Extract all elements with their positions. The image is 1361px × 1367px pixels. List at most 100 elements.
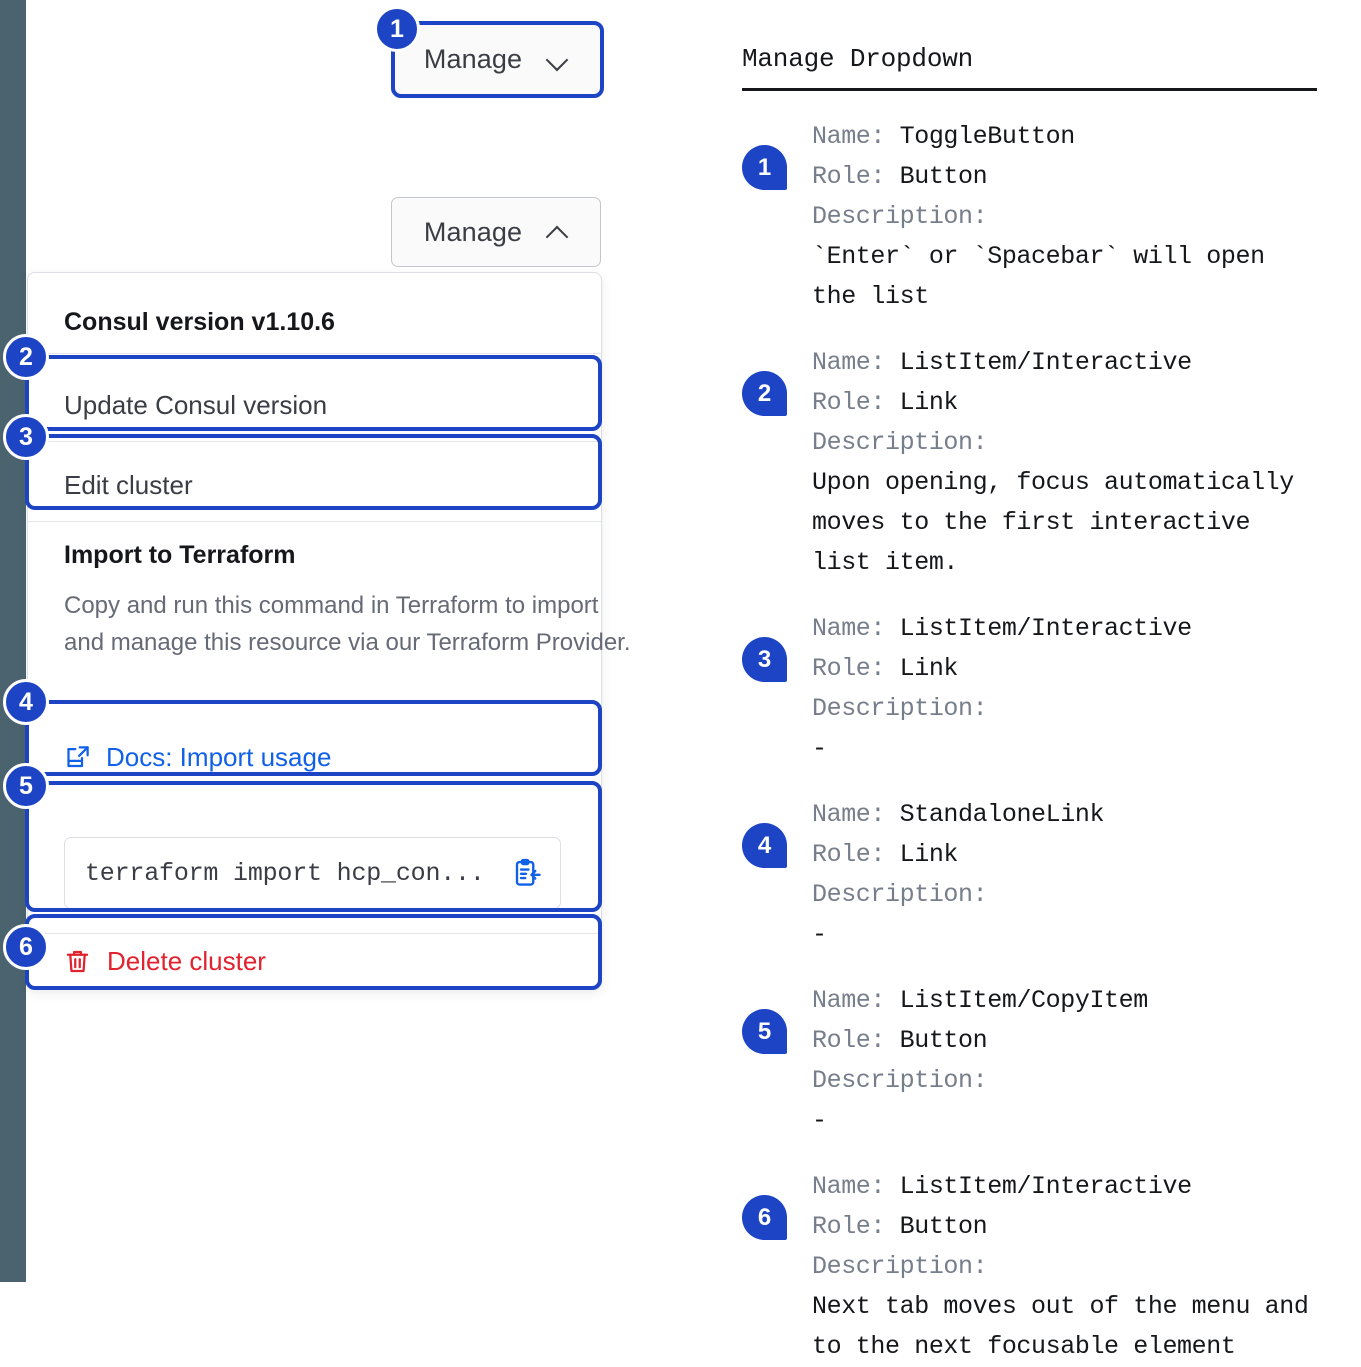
legend-name-label-row: Name: ListItem/Interactive bbox=[812, 609, 1332, 649]
legend-description-label-row: Description: bbox=[812, 423, 1332, 463]
chevron-down-icon bbox=[548, 49, 568, 69]
import-terraform-description: Copy and run this command in Terraform t… bbox=[64, 592, 631, 656]
legend-role-value: Button bbox=[899, 162, 988, 191]
legend-title: Manage Dropdown bbox=[742, 44, 974, 74]
legend-name-label: Name: bbox=[812, 1172, 900, 1201]
terraform-command-row: terraform import hcp_con... bbox=[28, 813, 601, 933]
legend-name-value: ListItem/Interactive bbox=[899, 614, 1192, 643]
marker-badge-6: 6 bbox=[3, 924, 49, 970]
legend-description-label: Description: bbox=[812, 428, 988, 457]
legend-description-label-row: Description: bbox=[812, 689, 1332, 729]
docs-external-link-icon bbox=[64, 744, 91, 771]
legend-role-value: Link bbox=[899, 388, 959, 417]
legend-description-label: Description: bbox=[812, 880, 988, 909]
legend-description-text: - bbox=[812, 920, 827, 949]
legend-title-underline bbox=[742, 88, 1317, 91]
legend-description-text: `Enter` or `Spacebar` will open the list bbox=[812, 242, 1265, 311]
legend-marker-badge-1: 1 bbox=[742, 145, 787, 190]
legend-description-text: - bbox=[812, 1106, 827, 1135]
marker-badge-2: 2 bbox=[3, 334, 49, 380]
legend-marker-badge-6: 6 bbox=[742, 1195, 787, 1240]
legend-description-label-row: Description: bbox=[812, 1247, 1332, 1287]
import-terraform-heading: Import to Terraform bbox=[64, 541, 296, 569]
legend-role-label: Role: bbox=[812, 162, 900, 191]
legend-description-label-row: Description: bbox=[812, 1061, 1332, 1101]
divider-2 bbox=[28, 441, 601, 442]
legend-description-label: Description: bbox=[812, 694, 988, 723]
legend-name-value: ToggleButton bbox=[899, 122, 1076, 151]
legend-role-label: Role: bbox=[812, 1026, 900, 1055]
legend-role-label-row: Role: Button bbox=[812, 1207, 1332, 1247]
menu-item-update-consul-version[interactable]: Update Consul version bbox=[28, 369, 601, 441]
copy-to-clipboard-icon[interactable] bbox=[512, 858, 542, 888]
manage-toggle-label-open: Manage bbox=[423, 216, 523, 247]
legend-marker-badge-2: 2 bbox=[742, 371, 787, 416]
docs-import-usage-link[interactable]: Docs: Import usage bbox=[28, 723, 637, 791]
legend-role-value: Button bbox=[899, 1026, 988, 1055]
manage-toggle-button-closed[interactable]: Manage bbox=[391, 22, 601, 96]
legend-role-label: Role: bbox=[812, 840, 900, 869]
legend-role-label-row: Role: Button bbox=[812, 157, 1332, 197]
legend-description-label-row: Description: bbox=[812, 197, 1332, 237]
legend-name-label-row: Name: StandaloneLink bbox=[812, 795, 1332, 835]
legend-description-text: - bbox=[812, 734, 827, 763]
menu-item-delete-cluster[interactable]: Delete cluster bbox=[28, 933, 637, 989]
legend-marker-badge-3: 3 bbox=[742, 637, 787, 682]
delete-cluster-label: Delete cluster bbox=[107, 945, 266, 976]
legend-name-label-row: Name: ToggleButton bbox=[812, 117, 1332, 157]
manage-toggle-button-open[interactable]: Manage bbox=[391, 197, 601, 267]
edit-cluster-label: Edit cluster bbox=[64, 469, 193, 500]
legend-role-value: Button bbox=[899, 1212, 988, 1241]
legend-description-label-row: Description: bbox=[812, 875, 1332, 915]
legend-name-label: Name: bbox=[812, 614, 900, 643]
docs-link-label: Docs: Import usage bbox=[106, 741, 332, 772]
legend-description-label: Description: bbox=[812, 1252, 988, 1281]
marker-badge-3: 3 bbox=[3, 414, 49, 460]
legend-marker-badge-5: 5 bbox=[742, 1009, 787, 1054]
terraform-command-text: terraform import hcp_con... bbox=[85, 858, 485, 888]
legend-role-label-row: Role: Link bbox=[812, 835, 1332, 875]
divider-1 bbox=[28, 353, 601, 354]
legend-name-label: Name: bbox=[812, 122, 900, 151]
menu-item-edit-cluster[interactable]: Edit cluster bbox=[28, 449, 601, 521]
left-edge-strip bbox=[0, 0, 26, 1282]
legend-name-label-row: Name: ListItem/CopyItem bbox=[812, 981, 1332, 1021]
manage-dropdown-panel: Consul version v1.10.6 Update Consul ver… bbox=[27, 272, 631, 990]
legend-name-label: Name: bbox=[812, 348, 900, 377]
legend-name-value: ListItem/Interactive bbox=[899, 1172, 1192, 1201]
legend-role-value: Link bbox=[899, 654, 959, 683]
legend-name-value: ListItem/Interactive bbox=[899, 348, 1192, 377]
marker-badge-5: 5 bbox=[3, 763, 49, 809]
divider-3 bbox=[28, 521, 601, 522]
legend-description-text: Upon opening, focus automatically moves … bbox=[812, 468, 1294, 577]
marker-badge-4: 4 bbox=[3, 679, 49, 725]
marker-badge-1: 1 bbox=[374, 6, 420, 52]
legend-role-label-row: Role: Link bbox=[812, 649, 1332, 689]
legend-name-label-row: Name: ListItem/Interactive bbox=[812, 1167, 1332, 1207]
trash-icon bbox=[64, 948, 91, 975]
legend-role-label: Role: bbox=[812, 654, 900, 683]
divider-4 bbox=[28, 933, 601, 934]
legend-role-label: Role: bbox=[812, 1212, 900, 1241]
legend-name-value: StandaloneLink bbox=[899, 800, 1105, 829]
manage-toggle-label: Manage bbox=[423, 43, 523, 74]
legend-role-label-row: Role: Link bbox=[812, 383, 1332, 423]
chevron-up-icon bbox=[548, 222, 568, 242]
consul-version-heading: Consul version v1.10.6 bbox=[64, 308, 335, 336]
update-version-label: Update Consul version bbox=[64, 389, 328, 420]
legend-description-text: Next tab moves out of the menu and to th… bbox=[812, 1292, 1309, 1361]
terraform-command-box[interactable]: terraform import hcp_con... bbox=[64, 837, 561, 909]
